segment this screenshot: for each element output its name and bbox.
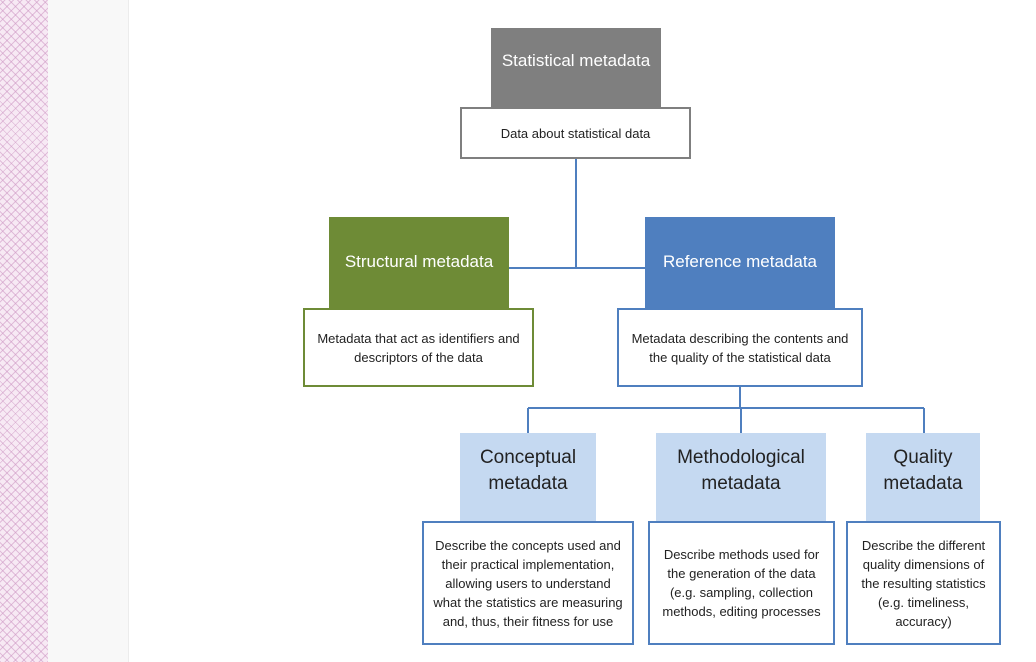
conceptual-metadata-title: Conceptual metadata [479, 447, 577, 494]
structural-metadata-description-box: Metadata that act as identifiers and des… [303, 308, 534, 387]
structural-metadata-node: Structural metadata [329, 217, 509, 312]
quality-metadata-title: Quality metadata [883, 447, 963, 494]
reference-metadata-description-box: Metadata describing the contents and the… [617, 308, 863, 387]
statistical-metadata-description: Data about statistical data [500, 125, 651, 141]
conceptual-metadata-description-box: Describe the concepts used and their pra… [422, 521, 634, 645]
statistical-metadata-description-box: Data about statistical data [460, 107, 691, 159]
methodological-metadata-description: Describe methods used for the generation… [662, 547, 821, 619]
side-panel [48, 0, 129, 662]
conceptual-metadata-description: Describe the concepts used and their pra… [433, 537, 623, 629]
methodological-metadata-description-box: Describe methods used for the generation… [648, 521, 835, 645]
statistical-metadata-title: Statistical metadata [501, 51, 651, 70]
methodological-metadata-title: Methodological metadata [677, 447, 805, 494]
quality-metadata-node: Quality metadata [866, 433, 980, 529]
reference-metadata-description: Metadata describing the contents and the… [631, 330, 849, 365]
reference-metadata-node: Reference metadata [645, 217, 835, 312]
conceptual-metadata-node: Conceptual metadata [460, 433, 596, 529]
structural-metadata-description: Metadata that act as identifiers and des… [317, 330, 520, 365]
reference-metadata-title: Reference metadata [662, 251, 818, 271]
quality-metadata-description-box: Describe the different quality dimension… [846, 521, 1001, 645]
decorative-pattern-strip [0, 0, 48, 662]
statistical-metadata-node: Statistical metadata [491, 28, 661, 110]
structural-metadata-title: Structural metadata [344, 251, 494, 271]
methodological-metadata-node: Methodological metadata [656, 433, 826, 529]
quality-metadata-description: Describe the different quality dimension… [861, 537, 986, 629]
